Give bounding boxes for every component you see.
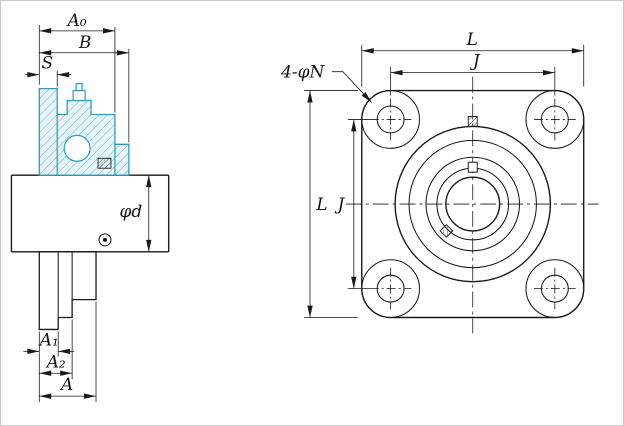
side-view: A₀ B S φd A₁ A₂ A bbox=[10, 10, 170, 403]
bolt-hole-bottom-right bbox=[525, 259, 585, 319]
grease-fitting bbox=[72, 89, 86, 102]
grease-hole bbox=[98, 233, 112, 247]
dim-label-a2: A₂ bbox=[45, 351, 66, 371]
bolt-hole-note: 4-φN bbox=[280, 62, 325, 82]
dim-label-l-left: L bbox=[315, 194, 327, 214]
dim-label-a0: A₀ bbox=[66, 10, 87, 30]
dim-label-j-left: J bbox=[334, 194, 345, 214]
flange-outline bbox=[361, 89, 585, 319]
dim-label-l-top: L bbox=[466, 29, 478, 49]
bolt-hole-top-right bbox=[525, 90, 585, 149]
housing-upper-section bbox=[38, 83, 130, 176]
centerlines bbox=[345, 76, 599, 334]
dim-label-a: A bbox=[59, 374, 73, 394]
front-view: L J L J 4-φN bbox=[280, 29, 599, 334]
shaft-outline bbox=[10, 174, 170, 253]
bolt-hole-bottom-left bbox=[361, 259, 421, 319]
housing-lower-outline bbox=[38, 251, 97, 331]
bearing-circles bbox=[394, 116, 552, 283]
dim-label-s: S bbox=[41, 53, 53, 73]
dim-label-shaft-dia: φd bbox=[120, 201, 143, 221]
dim-label-a1: A₁ bbox=[38, 329, 59, 349]
bolt-note-leader-line bbox=[331, 71, 373, 103]
bearing-ball bbox=[63, 134, 91, 162]
set-screw-angled bbox=[439, 223, 454, 238]
dim-label-j-top: J bbox=[470, 51, 481, 71]
grease-fitting-front bbox=[467, 116, 478, 127]
bolt-hole-top-left bbox=[361, 90, 421, 149]
set-screw-section bbox=[97, 157, 112, 169]
front-view-dimensions: L J L J 4-φN bbox=[280, 29, 585, 318]
dim-label-b: B bbox=[78, 32, 91, 52]
side-view-dimensions: A₀ B S φd A₁ A₂ A bbox=[23, 10, 152, 403]
set-screw-top bbox=[467, 161, 478, 173]
